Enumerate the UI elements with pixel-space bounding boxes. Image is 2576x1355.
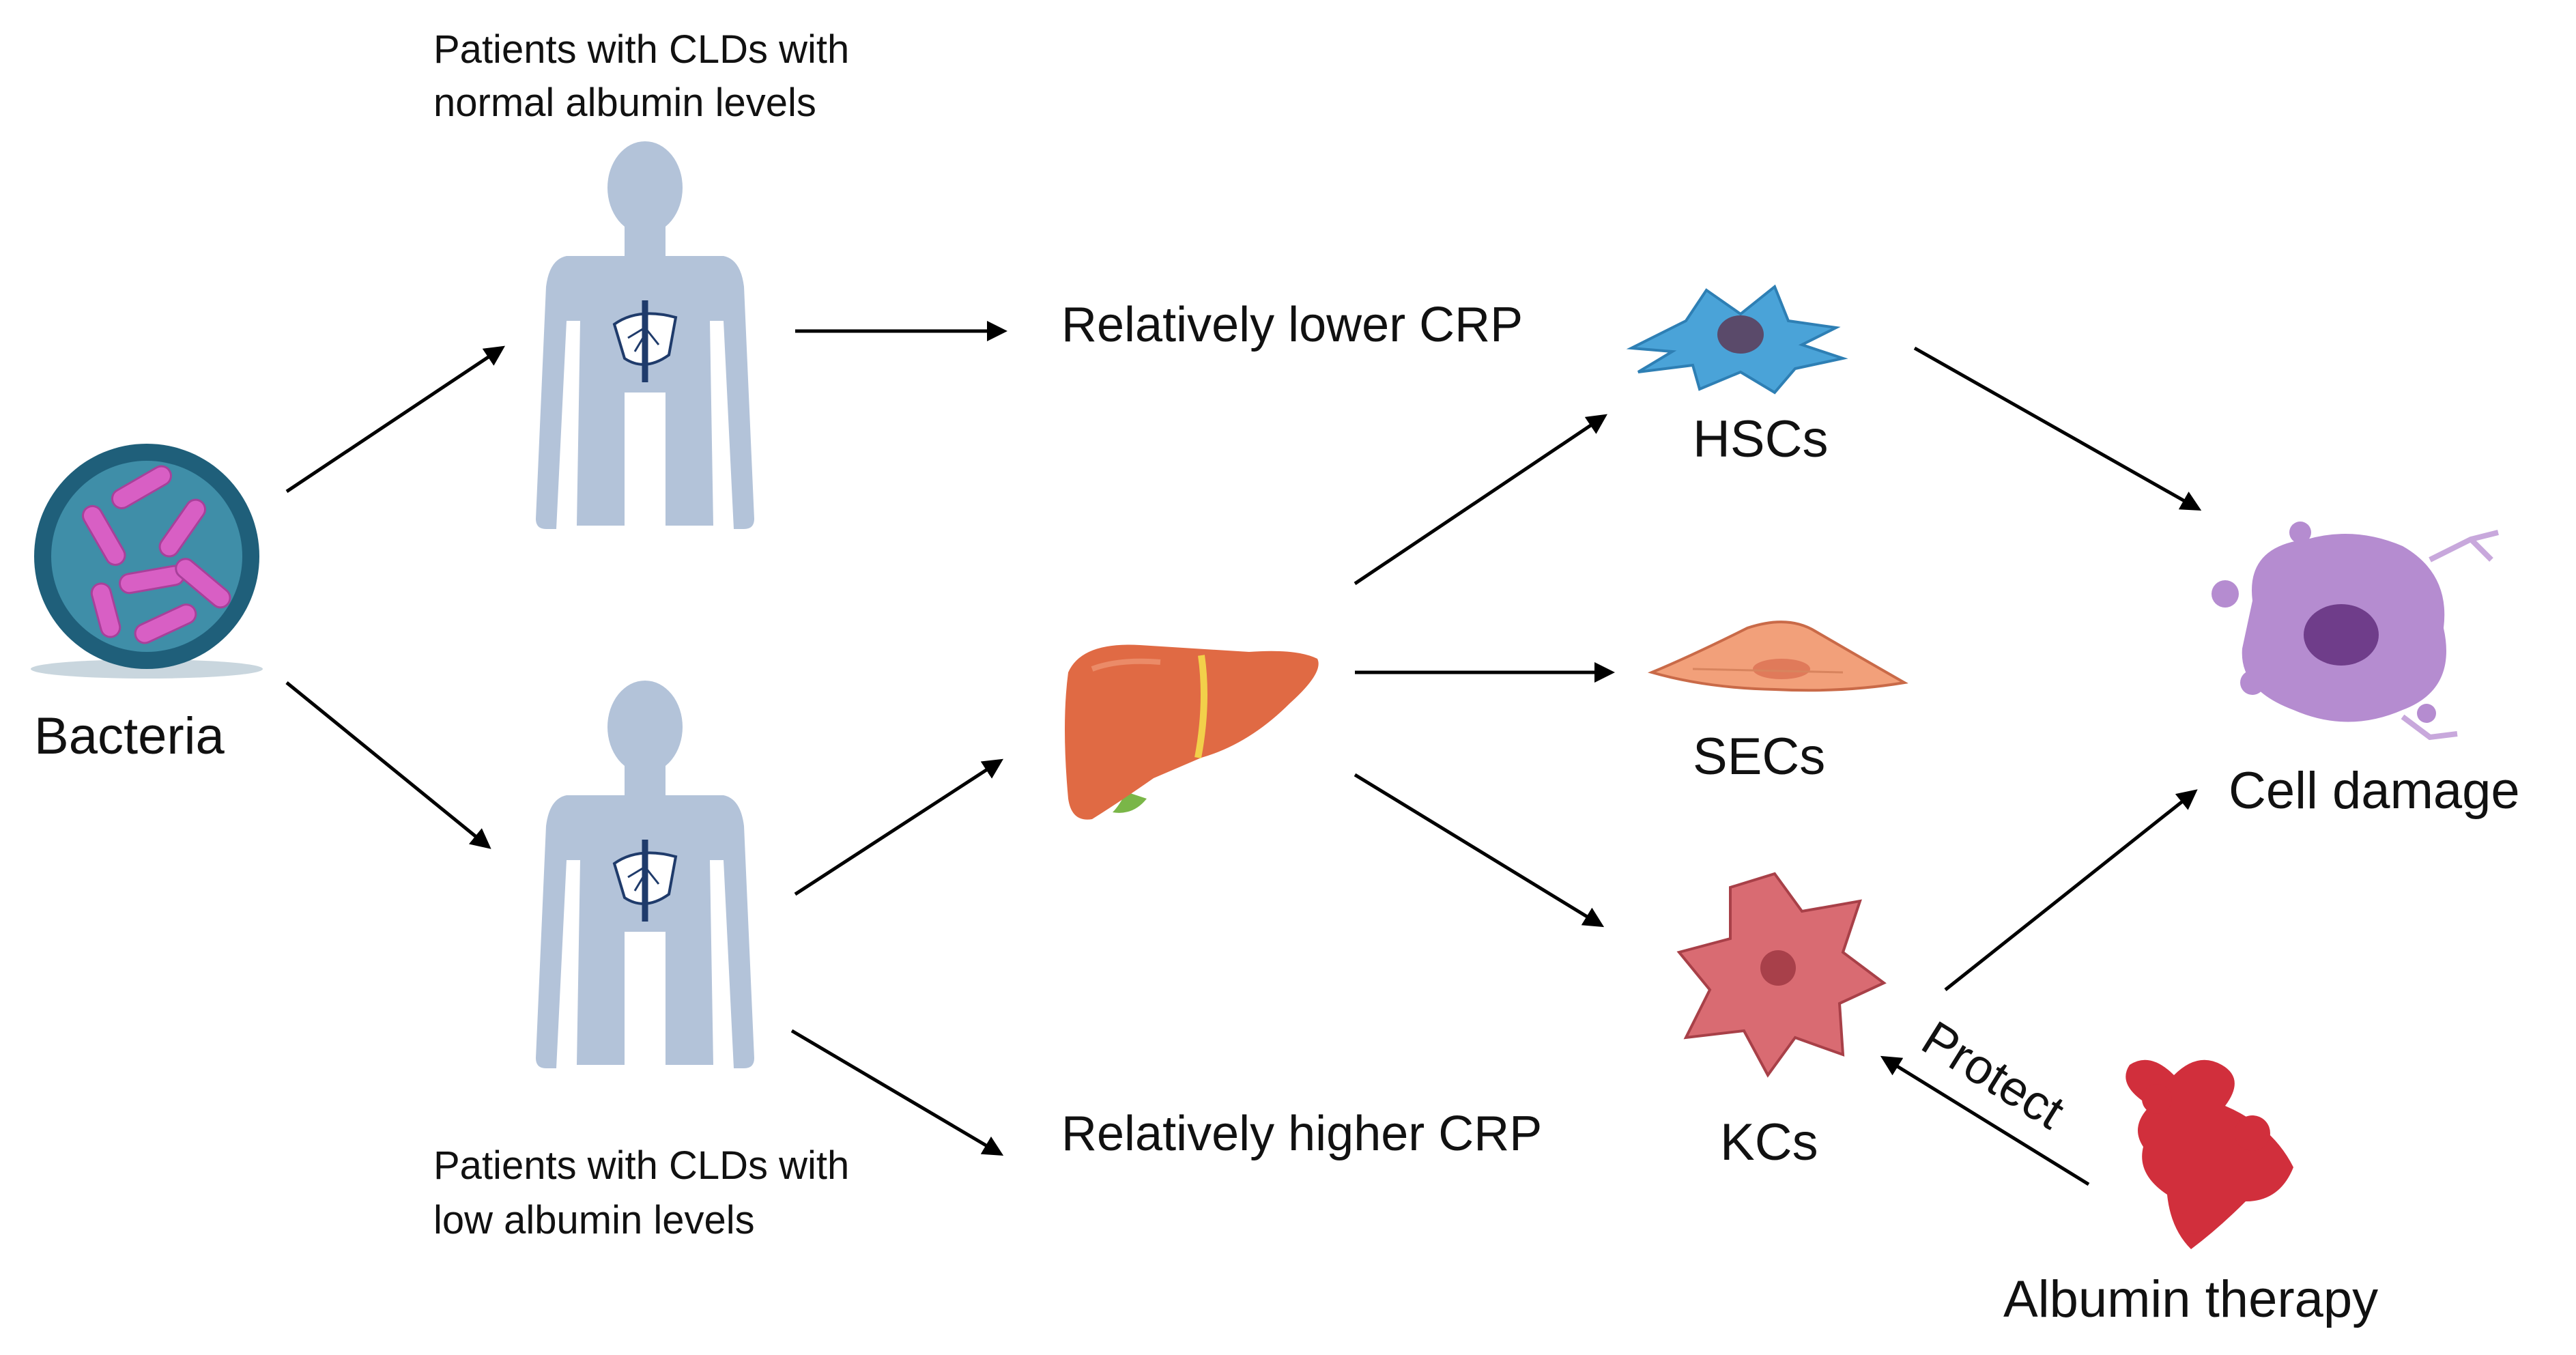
cell-damage-label: Cell damage [2229, 762, 2520, 820]
arrow-liver-to-kcs [1354, 773, 1605, 928]
flow-arrows [285, 321, 2202, 1186]
patients-normal-label-line1: Patients with CLDs with [433, 27, 850, 72]
bacteria-icon [31, 444, 263, 679]
damaged-cell-icon [2212, 522, 2499, 741]
secs-label: SECs [1693, 728, 1826, 786]
arrow-low-to-liver [794, 758, 1004, 896]
lower-crp-label: Relatively lower CRP [1061, 298, 1523, 352]
albumin-therapy-label: Albumin therapy [2003, 1270, 2379, 1328]
patient-silhouette-low [536, 681, 754, 1068]
bacteria-label: Bacteria [34, 707, 225, 765]
patients-low-label-line2: low albumin levels [433, 1198, 755, 1242]
arrow-low-to-higher-crp [790, 1029, 1004, 1156]
arrow-hscs-to-damage [1913, 346, 2202, 511]
patients-normal-label-line2: normal albumin levels [433, 81, 816, 125]
kc-cell-icon [1676, 872, 1887, 1078]
sec-cell-icon [1647, 621, 1908, 692]
albumin-protein-icon [2126, 1059, 2293, 1249]
arrow-liver-to-hscs [1354, 414, 1607, 586]
patient-silhouette-normal [536, 141, 754, 529]
arrow-kcs-to-damage [1944, 789, 2198, 991]
arrow-bacteria-to-normal [285, 345, 505, 494]
arrow-albumin-to-kcs [1880, 1055, 2090, 1186]
higher-crp-label: Relatively higher CRP [1061, 1107, 1543, 1161]
hscs-label: HSCs [1693, 410, 1829, 468]
liver-icon [1065, 644, 1319, 820]
hsc-cell-icon [1626, 284, 1848, 395]
patients-low-label-line1: Patients with CLDs with [433, 1143, 850, 1188]
arrow-bacteria-to-low [285, 681, 491, 849]
kcs-label: KCs [1720, 1113, 1818, 1171]
